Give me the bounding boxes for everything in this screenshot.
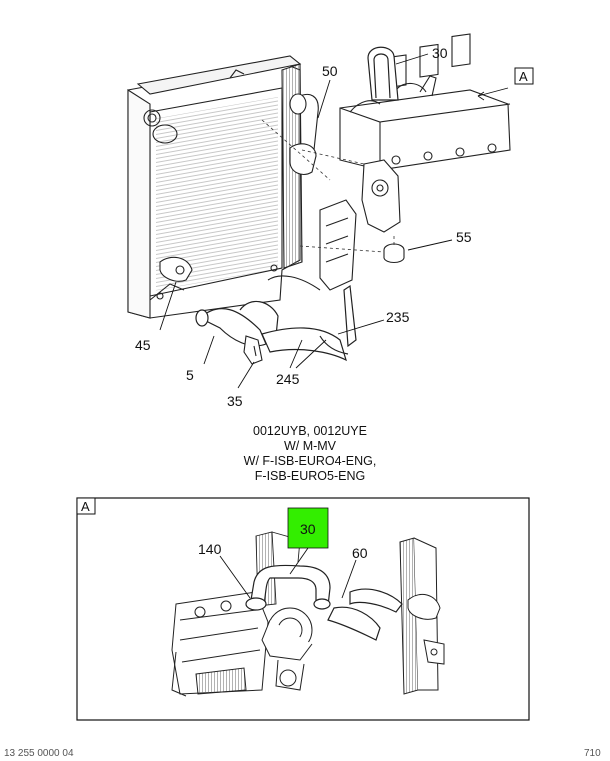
caption-line-4: F-ISB-EURO5-ENG	[254, 469, 366, 483]
callout-5: 5	[186, 367, 194, 383]
detail-turbo	[261, 607, 313, 691]
clamp-45	[159, 256, 193, 282]
view-flag-a-label: A	[519, 69, 528, 84]
main-callouts: 30 50 55 45 5 35 245 235	[135, 45, 472, 409]
detail-leaders	[219, 547, 357, 599]
highlight-callout-label: 30	[300, 521, 316, 537]
radiator-assembly	[127, 55, 303, 319]
configuration-caption: 0012UYB, 0012UYE W/ M-MV W/ F-ISB-EURO4-…	[180, 424, 440, 484]
detail-hose-30	[245, 564, 331, 611]
footer-page-number: 710	[584, 748, 601, 759]
callout-235: 235	[386, 309, 410, 325]
detail-lower-hose	[327, 588, 403, 641]
footer-doc-number: 13 255 0000 04	[4, 748, 74, 759]
callout-50: 50	[322, 63, 338, 79]
highlight-callout-30: 30	[287, 507, 329, 549]
highlight-box	[287, 507, 329, 549]
bracket-35	[243, 335, 263, 365]
callout-35: 35	[227, 393, 243, 409]
turbocharger-hose-30	[367, 46, 399, 101]
caption-line-3: W/ F-ISB-EURO4-ENG,	[243, 454, 377, 468]
detail-callout-140: 140	[198, 541, 222, 557]
callout-30: 30	[432, 45, 448, 61]
callout-245: 245	[276, 371, 300, 387]
caption-line-1: 0012UYB, 0012UYE	[253, 424, 367, 438]
engine-valve-cover	[339, 33, 511, 171]
detail-callout-60: 60	[352, 545, 368, 561]
caption-line-2: W/ M-MV	[283, 439, 337, 453]
intercooler-pipe-assembly	[267, 93, 357, 291]
clamp-55	[383, 243, 405, 264]
detail-label-a: A	[81, 499, 90, 514]
view-flag-a: A	[514, 67, 534, 85]
lower-hose-5	[195, 300, 279, 347]
turbo-bracket	[361, 159, 401, 233]
callout-55: 55	[456, 229, 472, 245]
detail-view-a: A	[76, 497, 530, 721]
callout-45: 45	[135, 337, 151, 353]
detail-engine	[171, 591, 269, 697]
detail-radiator	[399, 537, 445, 695]
leader-lines	[159, 53, 509, 389]
leader-dashes	[261, 119, 395, 253]
